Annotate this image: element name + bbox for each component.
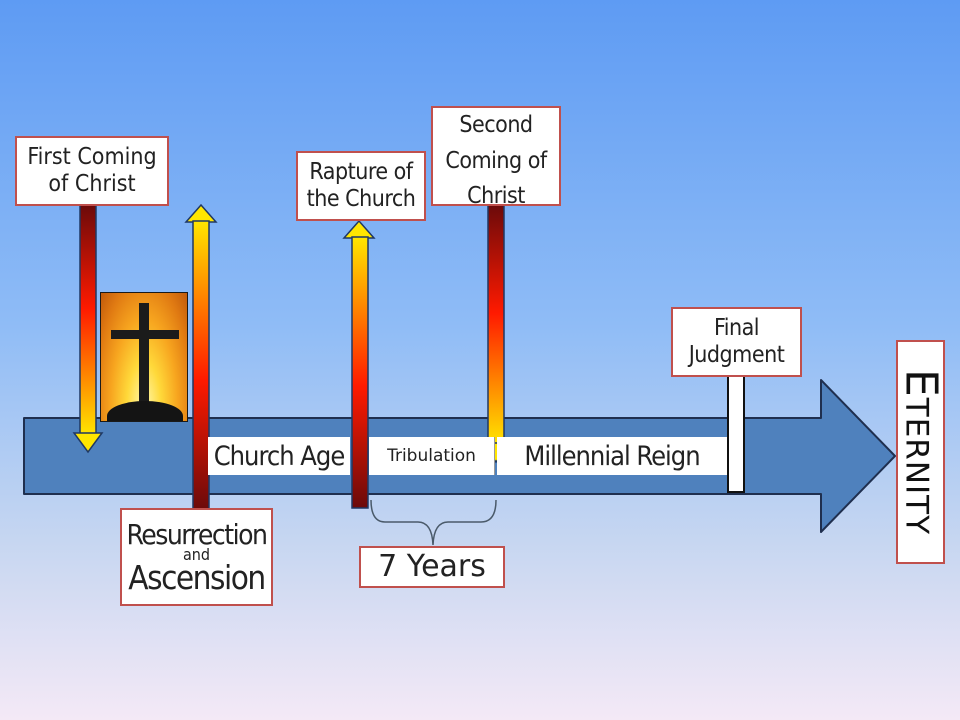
eternity-first-letter: E bbox=[895, 369, 946, 398]
cross-horizontal-beam bbox=[111, 330, 179, 339]
second-coming-box: Second Coming of Christ bbox=[431, 106, 561, 206]
seven-years-brace bbox=[371, 500, 496, 545]
resurrection-box: Resurrection and Ascension bbox=[120, 508, 273, 606]
seven-years-box: 7 Years bbox=[359, 546, 505, 588]
millennial-reign-segment: Millennial Reign bbox=[497, 437, 727, 475]
church-age-label: Church Age bbox=[214, 441, 345, 472]
first-coming-label: First Coming of Christ bbox=[19, 144, 165, 198]
cross-image bbox=[100, 292, 188, 422]
tribulation-segment: Tribulation bbox=[369, 437, 495, 475]
eternity-box: ETERNITY bbox=[896, 340, 945, 564]
tribulation-label: Tribulation bbox=[387, 446, 476, 466]
final-judgment-marker bbox=[728, 374, 744, 492]
ascension-label: Ascension bbox=[128, 561, 264, 594]
rapture-box: Rapture of the Church bbox=[296, 151, 426, 221]
first-coming-arrow bbox=[74, 205, 102, 452]
final-judgment-label: Final Judgment bbox=[673, 315, 800, 369]
second-coming-label: Second Coming of Christ bbox=[433, 108, 559, 206]
rapture-label: Rapture of the Church bbox=[298, 159, 424, 213]
eternity-label: ETERNITY bbox=[895, 369, 946, 535]
first-coming-box: First Coming of Christ bbox=[15, 136, 169, 206]
final-judgment-box: Final Judgment bbox=[671, 307, 802, 377]
cross-vertical-beam bbox=[139, 303, 149, 409]
hill-silhouette bbox=[107, 401, 183, 422]
millennial-reign-label: Millennial Reign bbox=[524, 441, 699, 472]
eternity-rest: TERNITY bbox=[898, 398, 934, 535]
seven-years-label: 7 Years bbox=[378, 549, 486, 584]
church-age-segment: Church Age bbox=[208, 437, 350, 475]
